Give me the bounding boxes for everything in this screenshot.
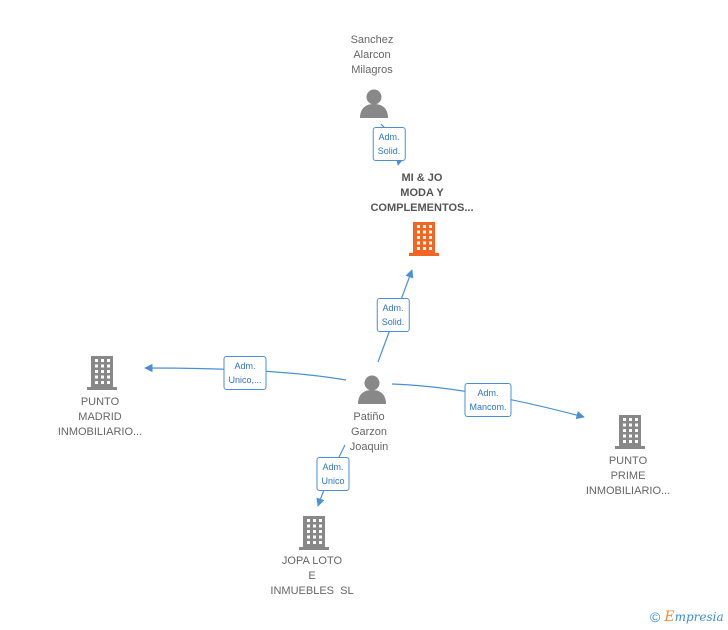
label-line: Milagros	[351, 64, 393, 76]
label-line: MI & JO	[401, 172, 443, 184]
label-line: JOPA LOTO	[281, 555, 343, 567]
label-line: Sanchez	[350, 34, 394, 46]
edge-label-line: Adm.	[477, 388, 499, 398]
node-label-patino[interactable]: Patiño Garzon Joaquin	[350, 410, 389, 455]
label-line: E	[308, 570, 316, 582]
label-line: MADRID	[78, 411, 122, 423]
label-line: Joaquin	[349, 441, 389, 453]
copyright-symbol: ©	[650, 609, 661, 625]
node-label-punto-prime[interactable]: PUNTO PRIME INMOBILIARIO...	[586, 454, 670, 499]
label-line: Patiño	[353, 411, 385, 423]
node-label-mijo[interactable]: MI & JO MODA Y COMPLEMENTOS...	[370, 171, 473, 216]
edge-label-patino-mijo[interactable]: Adm. Solid.	[376, 298, 410, 332]
edge-label-patino-prime[interactable]: Adm. Mancom.	[464, 383, 512, 417]
edge-label-line: Adm.	[378, 132, 400, 142]
edge-label-line: Solid.	[381, 317, 405, 327]
building-icon[interactable]	[409, 222, 439, 256]
label-line: INMOBILIARIO...	[57, 426, 143, 438]
brand-logo-initial: E	[664, 609, 675, 625]
edge-label-line: Unico	[321, 476, 345, 486]
brand-logo-text: mpresia	[674, 610, 724, 624]
label-line: Alarcon	[353, 49, 391, 61]
node-label-jopa[interactable]: JOPA LOTO E INMUEBLES SL	[270, 554, 353, 599]
building-icon[interactable]	[87, 356, 117, 390]
edge-label-patino-jopa[interactable]: Adm. Unico	[316, 457, 350, 491]
edge-label-line: Mancom.	[469, 402, 507, 412]
label-line: INMOBILIARIO...	[585, 485, 671, 497]
edge-label-line: Adm.	[234, 361, 256, 371]
building-icon[interactable]	[615, 415, 645, 449]
node-label-punto-madrid[interactable]: PUNTO MADRID INMOBILIARIO...	[58, 395, 142, 440]
copyright-footer[interactable]: © E mpresia	[650, 609, 724, 625]
edge-label-line: Solid.	[377, 146, 401, 156]
label-line: PRIME	[610, 470, 646, 482]
edge-label-line: Adm.	[382, 303, 404, 313]
edge-label-sanchez-mijo[interactable]: Adm. Solid.	[372, 127, 406, 161]
edge-label-patino-madrid[interactable]: Adm. Unico,...	[223, 356, 267, 390]
label-line: PUNTO	[80, 396, 120, 408]
label-line: MODA Y	[400, 187, 444, 199]
person-icon[interactable]	[360, 89, 388, 119]
node-label-sanchez[interactable]: Sanchez Alarcon Milagros	[351, 33, 394, 78]
label-line: Garzon	[350, 426, 388, 438]
label-line: INMUEBLES SL	[270, 585, 354, 597]
edge-label-line: Unico,...	[228, 375, 262, 385]
edge-label-line: Adm.	[322, 462, 344, 472]
building-icon[interactable]	[299, 516, 329, 550]
label-line: PUNTO	[608, 455, 648, 467]
person-icon[interactable]	[358, 375, 386, 405]
label-line: COMPLEMENTOS...	[370, 202, 474, 214]
